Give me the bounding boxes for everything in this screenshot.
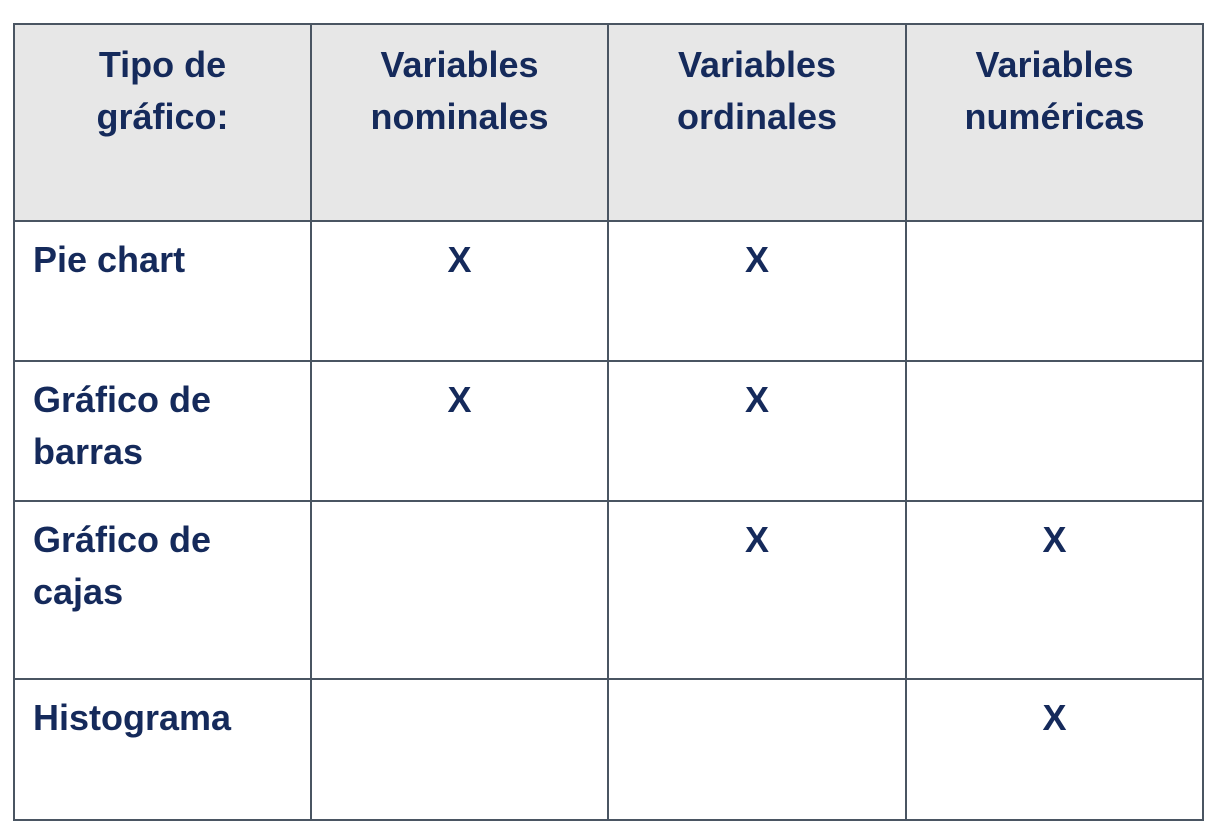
table-header-row: Tipo de gráfico: Variables nominales Var…	[13, 23, 1204, 222]
header-nominal-variables: Variables nominales	[310, 23, 609, 222]
mark-cell-histogram-numeric: X	[905, 678, 1204, 821]
row-label-cell: Gráfico de barras	[13, 360, 312, 502]
header-nominal-variables-label: Variables nominales	[370, 44, 549, 137]
table-row-pie-chart: Pie chart X X	[13, 220, 1204, 362]
table-row-bar-chart: Gráfico de barras X X	[13, 360, 1204, 502]
row-label-box-plot: Gráfico de cajas	[33, 519, 212, 612]
mark-cell-pie-numeric	[905, 220, 1204, 362]
row-label-cell: Gráfico de cajas	[13, 500, 312, 680]
chart-type-compatibility-table: Tipo de gráfico: Variables nominales Var…	[13, 23, 1204, 821]
header-ordinal-variables-label: Variables ordinales	[676, 44, 838, 137]
chart-type-compatibility-table-wrapper: Tipo de gráfico: Variables nominales Var…	[13, 23, 1204, 821]
header-ordinal-variables: Variables ordinales	[607, 23, 907, 222]
header-numeric-variables-label: Variables numéricas	[964, 44, 1145, 137]
table-row-box-plot: Gráfico de cajas X X	[13, 500, 1204, 680]
header-chart-type-label: Tipo de gráfico:	[96, 44, 229, 137]
table-row-histogram: Histograma X	[13, 678, 1204, 821]
mark-cell-histogram-nominal	[310, 678, 609, 821]
row-label-histogram: Histograma	[33, 697, 232, 738]
mark-cell-bar-numeric	[905, 360, 1204, 502]
mark-cell-box-ordinal: X	[607, 500, 907, 680]
header-chart-type: Tipo de gráfico:	[13, 23, 312, 222]
header-numeric-variables: Variables numéricas	[905, 23, 1204, 222]
mark-cell-pie-ordinal: X	[607, 220, 907, 362]
mark-cell-histogram-ordinal	[607, 678, 907, 821]
mark-cell-box-nominal	[310, 500, 609, 680]
mark-cell-pie-nominal: X	[310, 220, 609, 362]
row-label-pie-chart: Pie chart	[33, 239, 186, 280]
mark-cell-box-numeric: X	[905, 500, 1204, 680]
mark-cell-bar-nominal: X	[310, 360, 609, 502]
row-label-cell: Histograma	[13, 678, 312, 821]
mark-cell-bar-ordinal: X	[607, 360, 907, 502]
row-label-cell: Pie chart	[13, 220, 312, 362]
row-label-bar-chart: Gráfico de barras	[33, 379, 212, 472]
